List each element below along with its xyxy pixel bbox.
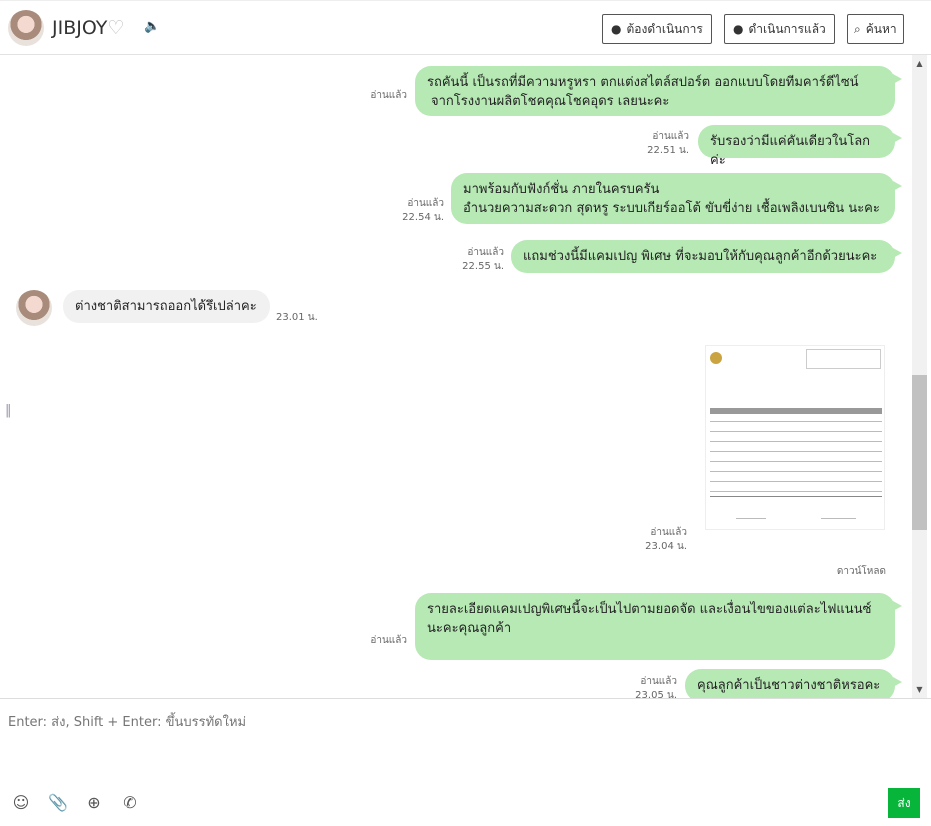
message-bubble: มาพร้อมกับฟังก์ชั่น ภายในครบครันอำนวยควา… <box>451 173 902 224</box>
message-bubble: คุณลูกค้าเป็นชาวต่างชาติหรอคะ <box>685 669 902 698</box>
message-bubble: ต่างชาติสามารถออกได้รึเปล่าคะ <box>63 290 270 323</box>
message-bubble: รายละเอียดแคมเปญพิเศษนี้จะเป็นไปตามยอดจั… <box>415 593 902 660</box>
scroll-up-icon[interactable]: ▲ <box>916 59 923 68</box>
contact-name: JIBJOY♡ <box>52 17 125 39</box>
message-meta: อ่านแล้ว <box>370 90 407 101</box>
composer <box>0 698 931 826</box>
search-button[interactable]: ⌕ค้นหา <box>847 14 904 44</box>
send-button[interactable]: ส่ง <box>888 788 920 818</box>
message-bubble: รถคันนี้ เป็นรถที่มีความหรูหรา ตกแต่งสไต… <box>415 66 902 116</box>
avatar[interactable] <box>8 10 44 46</box>
seal-logo <box>710 352 722 364</box>
download-link[interactable]: ดาวน์โหลด <box>836 566 886 577</box>
done-button[interactable]: ●ดำเนินการแล้ว <box>724 14 835 44</box>
document-image[interactable] <box>705 345 885 530</box>
plus-bubble-icon[interactable]: ⊕ <box>87 793 101 812</box>
smiley-icon[interactable]: ☺ <box>12 793 30 812</box>
paperclip-icon[interactable]: 📎 <box>48 793 68 812</box>
scroll-down-icon[interactable]: ▼ <box>916 685 923 694</box>
resize-handle[interactable]: ‖ <box>5 403 12 418</box>
search-icon: ⌕ <box>854 21 861 36</box>
phone-bubble-icon[interactable]: ✆ <box>123 793 137 812</box>
speaker-icon[interactable]: 🔈 <box>144 19 161 34</box>
chat-header: JIBJOY♡ 🔈 ●ต้องดำเนินการ ●ดำเนินการแล้ว … <box>0 0 931 55</box>
message-meta: อ่านแล้ว <box>370 635 407 646</box>
heart-icon[interactable]: ♡ <box>107 17 125 39</box>
contact-avatar[interactable] <box>16 290 52 326</box>
todo-button[interactable]: ●ต้องดำเนินการ <box>602 14 712 44</box>
speech-bubble-icon: ● <box>611 22 622 36</box>
message-bubble: แถมช่วงนี้มีแคมเปญ พิเศษ ที่จะมอบให้กับค… <box>511 240 902 273</box>
scrollbar-thumb[interactable] <box>912 375 927 530</box>
check-bubble-icon: ● <box>733 22 744 36</box>
message-list: รถคันนี้ เป็นรถที่มีความหรูหรา ตกแต่งสไต… <box>0 55 931 698</box>
message-time: 23.01 น. <box>276 312 318 323</box>
message-bubble: รับรองว่ามีแค่คันเดียวในโลกค่ะ <box>698 125 902 168</box>
message-input[interactable] <box>0 699 931 779</box>
